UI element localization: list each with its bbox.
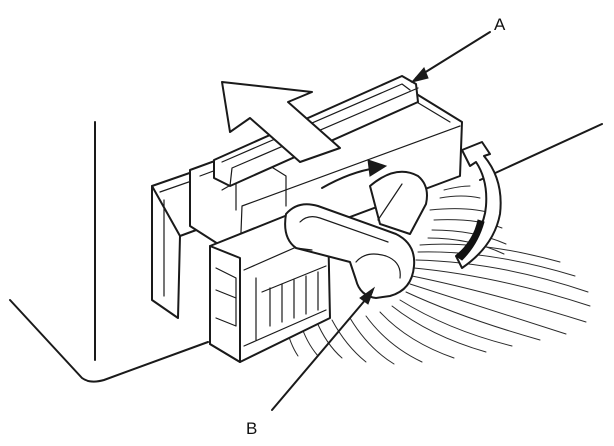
slide-direction-arrow (221, 81, 341, 163)
callout-a-leader (415, 31, 491, 79)
panel-edge-bottom (9, 299, 209, 383)
panel-edge-right (479, 123, 603, 181)
callout-b-arrowhead (359, 286, 376, 305)
release-rotate-arrow (455, 141, 502, 269)
callout-b-label: B (246, 419, 257, 438)
body-panel (9, 121, 603, 383)
callout-b-leader (271, 291, 373, 411)
callout-a-arrowhead (410, 67, 429, 83)
wire-harness (285, 185, 591, 365)
callout-a: A (410, 15, 506, 83)
callout-b: B (246, 286, 376, 438)
callout-a-label: A (494, 15, 506, 34)
lever-rotate-arrow (321, 159, 388, 189)
release-lever-b (284, 170, 428, 299)
